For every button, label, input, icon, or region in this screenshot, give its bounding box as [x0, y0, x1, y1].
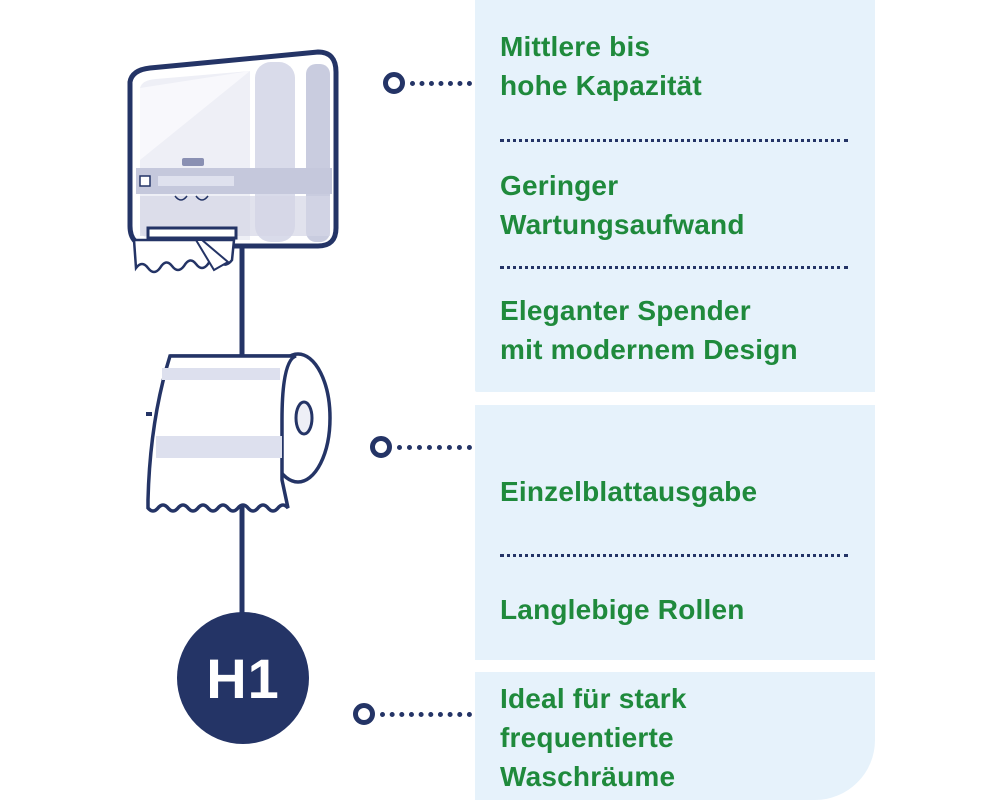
feature-panel-system: [475, 672, 875, 800]
connector-ring-dispenser: [383, 72, 405, 94]
feature-high-traffic: Ideal für stark frequentierte Waschräume: [500, 679, 687, 796]
feature-maintenance-line2: Wartungsaufwand: [500, 209, 745, 240]
divider: [500, 266, 848, 269]
feature-durable-rolls: Langlebige Rollen: [500, 590, 745, 629]
feature-single-sheet-line1: Einzelblattausgabe: [500, 476, 758, 507]
feature-maintenance: Geringer Wartungsaufwand: [500, 166, 745, 244]
feature-high-traffic-line3: Waschräume: [500, 761, 676, 792]
feature-durable-rolls-line1: Langlebige Rollen: [500, 594, 745, 625]
feature-capacity-line2: hohe Kapazität: [500, 70, 702, 101]
product-illustration: [127, 49, 339, 615]
connector-dots-system: [380, 712, 472, 717]
connector-dots-roll: [397, 445, 472, 450]
feature-single-sheet: Einzelblattausgabe: [500, 472, 757, 511]
feature-panel-roll: [475, 405, 875, 660]
tork-logo: [182, 158, 204, 166]
feature-maintenance-line1: Geringer: [500, 170, 619, 201]
feature-design-line2: mit modernem Design: [500, 334, 798, 365]
feature-high-traffic-line2: frequentierte: [500, 722, 674, 753]
feature-design: Eleganter Spender mit modernem Design: [500, 291, 798, 369]
product-code-badge: H1: [177, 612, 309, 744]
feature-capacity-line1: Mittlere bis: [500, 31, 651, 62]
divider: [500, 554, 848, 557]
divider: [500, 139, 848, 142]
badge-label: H1: [206, 646, 280, 710]
feature-panel-dispenser: [475, 0, 875, 392]
connector-dots-dispenser: [410, 81, 472, 86]
feature-capacity: Mittlere bis hohe Kapazität: [500, 27, 702, 105]
paper-towel-dispenser-icon: [127, 49, 339, 274]
feature-design-line1: Eleganter Spender: [500, 295, 751, 326]
connector-ring-system: [353, 703, 375, 725]
paper-towel-roll-icon: [146, 352, 332, 513]
feature-high-traffic-line1: Ideal für stark: [500, 683, 687, 714]
connector-ring-roll: [370, 436, 392, 458]
